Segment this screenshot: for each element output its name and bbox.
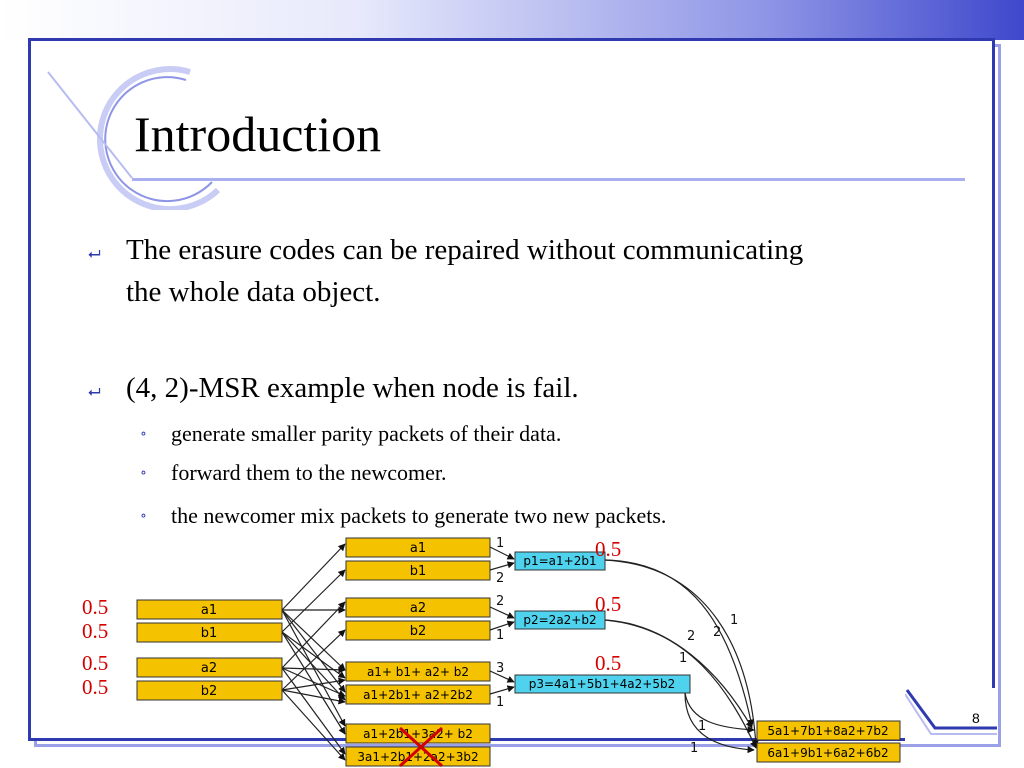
svg-text:1: 1: [730, 613, 738, 628]
svg-text:a2: a2: [410, 601, 426, 616]
bullet-1-line-1: The erasure codes can be repaired withou…: [126, 234, 804, 266]
node-4-failed: a1+2b1+3a2+ b2 3a1+2b1+2a2+3b2: [345, 723, 491, 768]
parity-packet-p2: p2=2a2+b2: [514, 610, 606, 630]
top-gradient-band: [0, 0, 1024, 40]
svg-text:p3=4a1+5b1+4a2+5b2: p3=4a1+5b1+4a2+5b2: [529, 677, 676, 691]
weight-label: 0.5: [82, 595, 109, 619]
sub-bullet-2: forward them to the newcomer.: [171, 460, 447, 485]
new-packet-1: 5a1+7b1+8a2+7b2: [756, 720, 901, 741]
weight-label: 0.5: [82, 675, 109, 699]
svg-text:1: 1: [690, 741, 698, 756]
slide-title: Introduction: [134, 106, 382, 162]
corner-decoration: [905, 688, 997, 744]
svg-text:b1: b1: [410, 564, 427, 579]
svg-text:a2: a2: [201, 661, 217, 676]
msr-repair-diagram: a1 b1 a2 b2 a1 b1 a2 b2 a1+ b1+ a2+ b2 a…: [136, 536, 901, 768]
sub-bullet-1: generate smaller parity packets of their…: [171, 421, 562, 446]
svg-text:2: 2: [496, 571, 504, 586]
page-number: 8: [972, 710, 980, 726]
sub-bullet-marker-icon: ∘: [140, 509, 147, 524]
svg-text:2: 2: [496, 594, 504, 609]
bullet-marker-icon: ⮠: [88, 384, 101, 401]
weight-label: 0.5: [82, 651, 109, 675]
svg-text:5a1+7b1+8a2+7b2: 5a1+7b1+8a2+7b2: [767, 724, 888, 738]
source-to-node-edges: [281, 543, 346, 761]
node-3: a1+ b1+ a2+ b2 a1+2b1+ a2+2b2: [345, 661, 491, 705]
svg-text:p2=2a2+b2: p2=2a2+b2: [523, 613, 596, 627]
svg-text:a1+ b1+ a2+ b2: a1+ b1+ a2+ b2: [367, 665, 469, 679]
sub-bullet-marker-icon: ∘: [140, 427, 147, 442]
decorative-swirl: [47, 66, 221, 210]
svg-text:1: 1: [679, 651, 687, 666]
svg-text:1: 1: [496, 695, 504, 710]
node-2: a2 b2: [345, 597, 491, 641]
svg-text:a1: a1: [410, 541, 426, 556]
new-packet-2: 6a1+9b1+6a2+6b2: [756, 742, 901, 763]
in-edge-weights: 1 2 2 1 3 1: [496, 536, 504, 710]
svg-text:1: 1: [496, 628, 504, 643]
svg-text:3: 3: [496, 661, 504, 676]
parity-packet-p3: p3=4a1+5b1+4a2+5b2: [514, 674, 691, 694]
parity-packet-p1: p1=a1+2b1: [514, 551, 606, 571]
source-packet-a2: a2: [136, 657, 283, 678]
svg-text:2: 2: [687, 629, 695, 644]
svg-text:b2: b2: [201, 684, 218, 699]
svg-text:1: 1: [496, 536, 504, 551]
svg-text:a1+2b1+ a2+2b2: a1+2b1+ a2+2b2: [363, 688, 473, 702]
svg-text:a1+2b1+3a2+ b2: a1+2b1+3a2+ b2: [363, 727, 473, 741]
bullet-1-line-2: the whole data object.: [126, 276, 381, 308]
parity-to-newcomer-edges: [604, 559, 760, 754]
sub-bullet-3: the newcomer mix packets to generate two…: [171, 503, 667, 528]
svg-text:6a1+9b1+6a2+6b2: 6a1+9b1+6a2+6b2: [767, 746, 888, 760]
svg-text:b1: b1: [201, 626, 218, 641]
node-to-parity-edges: [489, 546, 515, 695]
sub-bullet-marker-icon: ∘: [140, 466, 147, 481]
parity-weight-label: 0.5: [595, 651, 622, 675]
svg-text:2: 2: [713, 625, 721, 640]
bullet-2: (4, 2)-MSR example when node is fail.: [126, 372, 579, 404]
parity-weight-label: 0.5: [595, 592, 622, 616]
source-packet-b2: b2: [136, 680, 283, 701]
out-edge-weights: 1 2 2 1 1 1: [679, 613, 738, 756]
source-packet-a1: a1: [136, 599, 283, 620]
weight-label: 0.5: [82, 619, 109, 643]
svg-text:p1=a1+2b1: p1=a1+2b1: [523, 554, 596, 568]
svg-text:3a1+2b1+2a2+3b2: 3a1+2b1+2a2+3b2: [357, 750, 478, 764]
failed-node-cross-icon: [398, 726, 444, 768]
source-packet-b1: b1: [136, 622, 283, 643]
svg-text:a1: a1: [201, 603, 217, 618]
svg-text:b2: b2: [410, 624, 427, 639]
bullet-marker-icon: ⮠: [88, 246, 101, 263]
node-1: a1 b1: [345, 537, 491, 581]
title-underline: [132, 178, 965, 181]
svg-text:1: 1: [698, 719, 706, 734]
parity-weight-label: 0.5: [595, 537, 622, 561]
